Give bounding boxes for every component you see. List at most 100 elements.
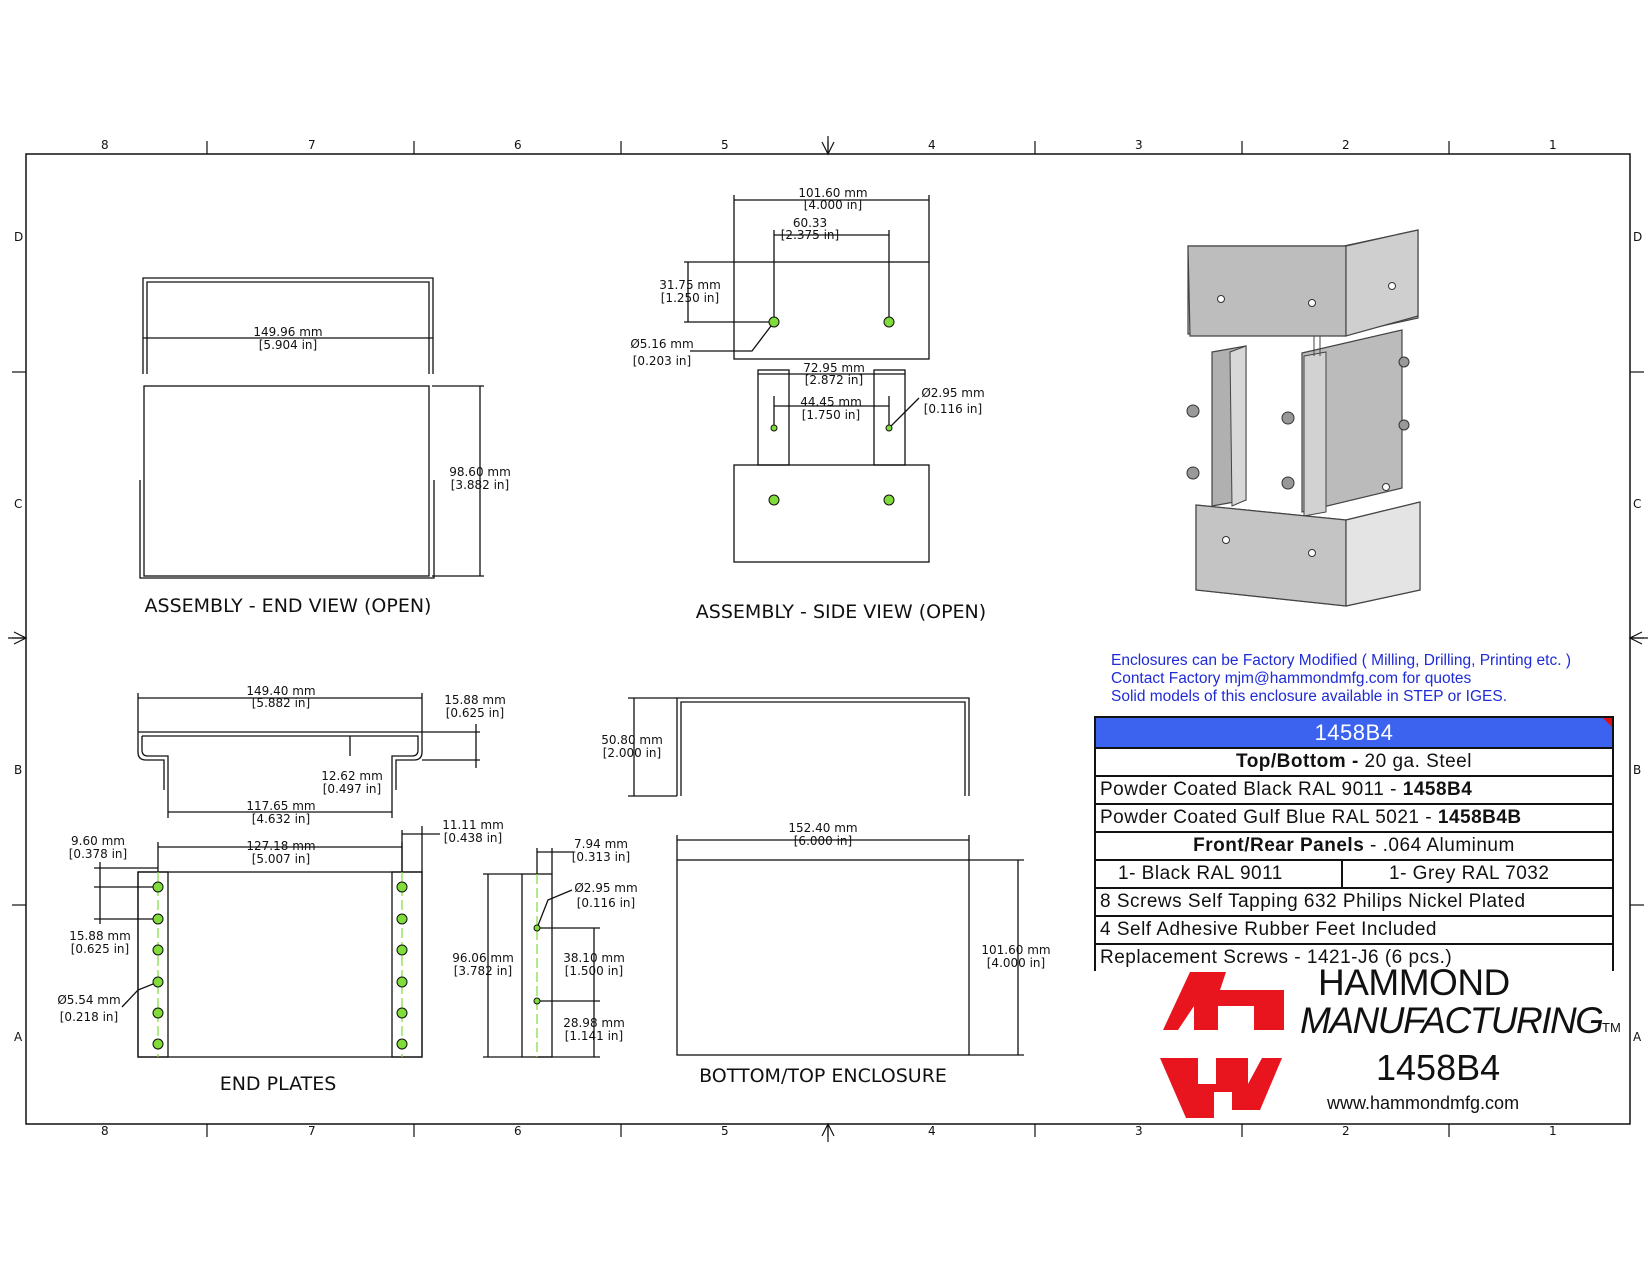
spec-header-corner	[1603, 718, 1612, 727]
side-view-drawing	[684, 195, 930, 563]
spec-panel-black: 1- Black RAL 9011	[1118, 863, 1283, 884]
spec-top-bottom-value: 20 ga. Steel	[1358, 751, 1472, 772]
side-panel-width-mm: 72.95 mm	[803, 361, 865, 375]
note-modified: Enclosures can be Factory Modified ( Mil…	[1111, 652, 1572, 669]
ep-side-width-mm: 7.94 mm	[574, 837, 628, 851]
brand-name-line2: MANUFACTURING	[1300, 1000, 1604, 1041]
zone-col-2-bottom: 2	[1342, 1124, 1350, 1138]
ep-side-hole-in: [0.116 in]	[577, 896, 635, 910]
enc-length-in: [6.000 in]	[794, 834, 852, 848]
side-view-holes	[768, 316, 895, 506]
spec-row-black: Powder Coated Black RAL 9011 - 1458B4	[1094, 777, 1614, 805]
spec-header: 1458B4	[1094, 716, 1614, 749]
spec-row-panel-colors: 1- Black RAL 9011 1- Grey RAL 7032	[1094, 861, 1614, 889]
ep-lip-in: [0.497 in]	[323, 782, 381, 796]
hammond-logo	[1160, 972, 1284, 1118]
enc-height-in: [2.000 in]	[603, 746, 661, 760]
zone-col-6: 6	[514, 138, 522, 152]
zone-col-3-bottom: 3	[1135, 1124, 1143, 1138]
ep-side-width-in: [0.313 in]	[572, 850, 630, 864]
side-panel-spacing-mm: 44.45 mm	[800, 395, 862, 409]
note-contact: Contact Factory mjm@hammondmfg.com for q…	[1111, 670, 1472, 687]
spec-panels-label: Front/Rear Panels	[1193, 835, 1365, 856]
spec-black-part: 1458B4	[1402, 779, 1473, 800]
ep-edge-mm: 9.60 mm	[71, 834, 125, 848]
side-hole-dia-mm: Ø5.16 mm	[630, 337, 693, 351]
ep-hole-dia-mm: Ø5.54 mm	[57, 993, 120, 1007]
ep-rail-mm: 11.11 mm	[442, 818, 504, 832]
zone-col-2: 2	[1342, 138, 1350, 152]
spec-row-top-bottom: Top/Bottom - 20 ga. Steel	[1094, 749, 1614, 777]
ep-side-spacing-in: [1.500 in]	[565, 964, 623, 978]
ep-side-bottom-in: [1.141 in]	[565, 1029, 623, 1043]
spec-blue-text: Powder Coated Gulf Blue RAL 5021 -	[1100, 807, 1438, 828]
side-top-width-in: [4.000 in]	[804, 198, 862, 212]
spec-row-feet: 4 Self Adhesive Rubber Feet Included	[1094, 917, 1614, 945]
trademark: TM	[1602, 1020, 1621, 1035]
enc-height-mm: 50.80 mm	[601, 733, 663, 747]
side-small-hole-in: [0.116 in]	[924, 402, 982, 416]
zone-ticks	[8, 136, 1648, 1142]
ep-pitch-mm: 15.88 mm	[69, 929, 131, 943]
ep-side-hole-mm: Ø2.95 mm	[574, 881, 637, 895]
ep-hole-span-in: [5.007 in]	[252, 852, 310, 866]
ep-inner-mm: 117.65 mm	[246, 799, 315, 813]
ep-side-height-mm: 96.06 mm	[452, 951, 514, 965]
end-view-width-in: [5.904 in]	[259, 338, 317, 352]
note-solid-models: Solid models of this enclosure available…	[1111, 688, 1508, 705]
ep-hole-dia-in: [0.218 in]	[60, 1010, 118, 1024]
part-number: 1458B4	[1376, 1047, 1501, 1088]
zone-row-a: A	[14, 1030, 23, 1044]
zone-row-b-right: B	[1633, 763, 1642, 777]
side-panel-width-in: [2.872 in]	[805, 373, 863, 387]
zone-row-c-right: C	[1633, 497, 1642, 511]
side-top-width-mm: 101.60 mm	[798, 186, 867, 200]
ep-flange-mm: 15.88 mm	[444, 693, 506, 707]
spec-row-replacement: Replacement Screws - 1421-J6 (6 pcs.)	[1094, 945, 1614, 971]
zone-col-1: 1	[1549, 138, 1557, 152]
zone-col-5: 5	[721, 138, 729, 152]
isometric-enclosure-illustration	[1186, 229, 1421, 607]
factory-notes: Enclosures can be Factory Modified ( Mil…	[1111, 652, 1571, 706]
end-view-width-mm: 149.96 mm	[253, 325, 322, 339]
zone-col-8: 8	[101, 138, 109, 152]
ep-flange-in: [0.625 in]	[446, 706, 504, 720]
zone-row-b: B	[14, 763, 23, 777]
enclosure-drawing	[628, 697, 1024, 1056]
spec-panels-value: - .064 Aluminum	[1364, 835, 1515, 856]
side-hole-spacing-in: [2.375 in]	[781, 228, 839, 242]
ep-edge-in: [0.378 in]	[69, 847, 127, 861]
ep-overall-mm: 149.40 mm	[246, 684, 315, 698]
end-view-drawing	[139, 277, 484, 579]
end-view-height-in: [3.882 in]	[451, 478, 509, 492]
spec-top-bottom-label: Top/Bottom -	[1236, 751, 1359, 772]
end-plate-holes	[152, 872, 541, 1057]
spec-table: 1458B4 Top/Bottom - 20 ga. Steel Powder …	[1094, 716, 1614, 971]
zone-col-1-bottom: 1	[1549, 1124, 1557, 1138]
zone-row-a-right: A	[1633, 1030, 1642, 1044]
zone-col-3: 3	[1135, 138, 1143, 152]
end-plates-drawing	[94, 693, 600, 1058]
enc-length-mm: 152.40 mm	[788, 821, 857, 835]
ep-side-bottom-mm: 28.98 mm	[563, 1016, 625, 1030]
enc-depth-mm: 101.60 mm	[981, 943, 1050, 957]
spec-row-panels: Front/Rear Panels - .064 Aluminum	[1094, 833, 1614, 861]
ep-pitch-in: [0.625 in]	[71, 942, 129, 956]
enc-depth-in: [4.000 in]	[987, 956, 1045, 970]
zone-row-d-right: D	[1633, 230, 1643, 244]
spec-row-screws: 8 Screws Self Tapping 632 Philips Nickel…	[1094, 889, 1614, 917]
zone-row-c: C	[14, 497, 23, 511]
spec-blue-part: 1458B4B	[1437, 807, 1522, 828]
website-link[interactable]: www.hammondmfg.com	[1327, 1093, 1520, 1113]
ep-inner-in: [4.632 in]	[252, 812, 310, 826]
ep-lip-mm: 12.62 mm	[321, 769, 383, 783]
ep-hole-span-mm: 127.18 mm	[246, 839, 315, 853]
end-view-height-mm: 98.60 mm	[449, 465, 511, 479]
zone-row-d: D	[14, 230, 24, 244]
spec-panel-grey: 1- Grey RAL 7032	[1341, 861, 1612, 887]
side-hole-offset-in: [1.250 in]	[661, 291, 719, 305]
zone-col-8-bottom: 8	[101, 1124, 109, 1138]
side-hole-dia-in: [0.203 in]	[633, 354, 691, 368]
spec-header-part: 1458B4	[1314, 720, 1394, 745]
